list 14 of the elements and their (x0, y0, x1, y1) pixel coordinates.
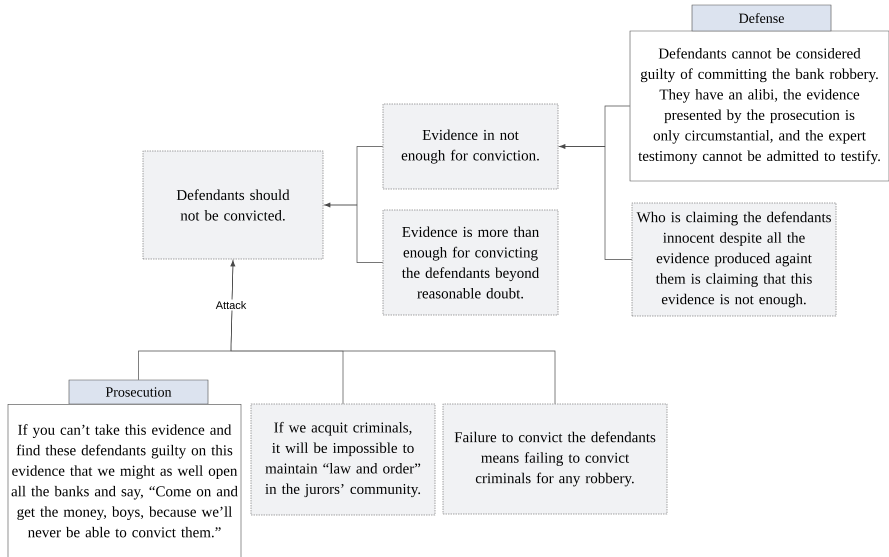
header-tab: Prosecution (68, 380, 208, 404)
argument-box: Evidence in not enough for conviction. (382, 104, 558, 190)
argument-box: If you can’t take this evidence and find these defendants guilty on this evidence that we might as well open all the banks and say, “Come on and get the money, boys, because we’ll never be able to convict them.” (8, 404, 242, 557)
argument-box: If we acquit criminals, it will be impossible to maintain “law and order” in the jurors’ community. (250, 404, 436, 516)
argument-box: Failure to convict the defendants means failing to convict criminals for any robbery. (442, 404, 668, 514)
header-tab: Defense (692, 4, 832, 32)
argument-box: Defendants cannot be considered guilty of committing the bank robbery. They have an alibi, the evidence presented by the prosecution is only circumstantial, and the expert testimony cannot be admitted to testify. (630, 30, 889, 182)
arrow (230, 260, 556, 404)
argument-box: Evidence is more than enough for convicting the defendants beyond reasonable doubt. (382, 210, 558, 316)
edge-label: Attack (214, 299, 248, 311)
argument-box: Who is claiming the defendants innocent despite all the evidence produced againt them is claiming that this evidence is not enough. (632, 202, 836, 316)
arrow (559, 144, 632, 260)
arrow (324, 202, 384, 263)
argument-box: Defendants should not be convicted. (142, 150, 324, 260)
